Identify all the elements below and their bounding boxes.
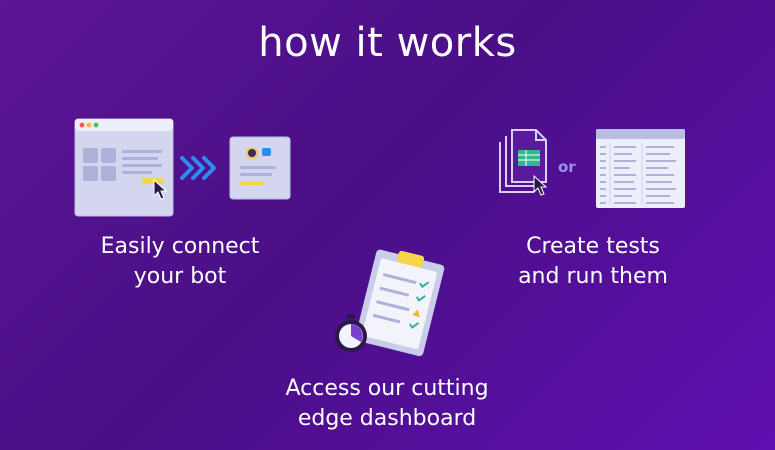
step-tests-caption: Create tests and run them bbox=[478, 232, 708, 292]
step-connect-caption: Easily connect your bot bbox=[60, 232, 300, 292]
clipboard-stopwatch-illustration bbox=[330, 248, 446, 364]
step-connect-line2: your bot bbox=[133, 264, 227, 289]
step-dashboard-caption: Access our cutting edge dashboard bbox=[262, 374, 512, 434]
test-table-illustration bbox=[596, 129, 686, 209]
step-dashboard-line1: Access our cutting bbox=[285, 376, 489, 401]
or-label: or bbox=[558, 158, 576, 176]
test-documents-illustration bbox=[496, 126, 556, 198]
step-dashboard-line2: edge dashboard bbox=[297, 406, 477, 431]
step-tests-line2: and run them bbox=[518, 264, 668, 289]
step-tests-line1: Create tests bbox=[526, 234, 660, 259]
browser-connect-illustration bbox=[74, 118, 294, 218]
page-title: how it works bbox=[258, 20, 517, 66]
step-connect-line1: Easily connect bbox=[100, 234, 260, 259]
